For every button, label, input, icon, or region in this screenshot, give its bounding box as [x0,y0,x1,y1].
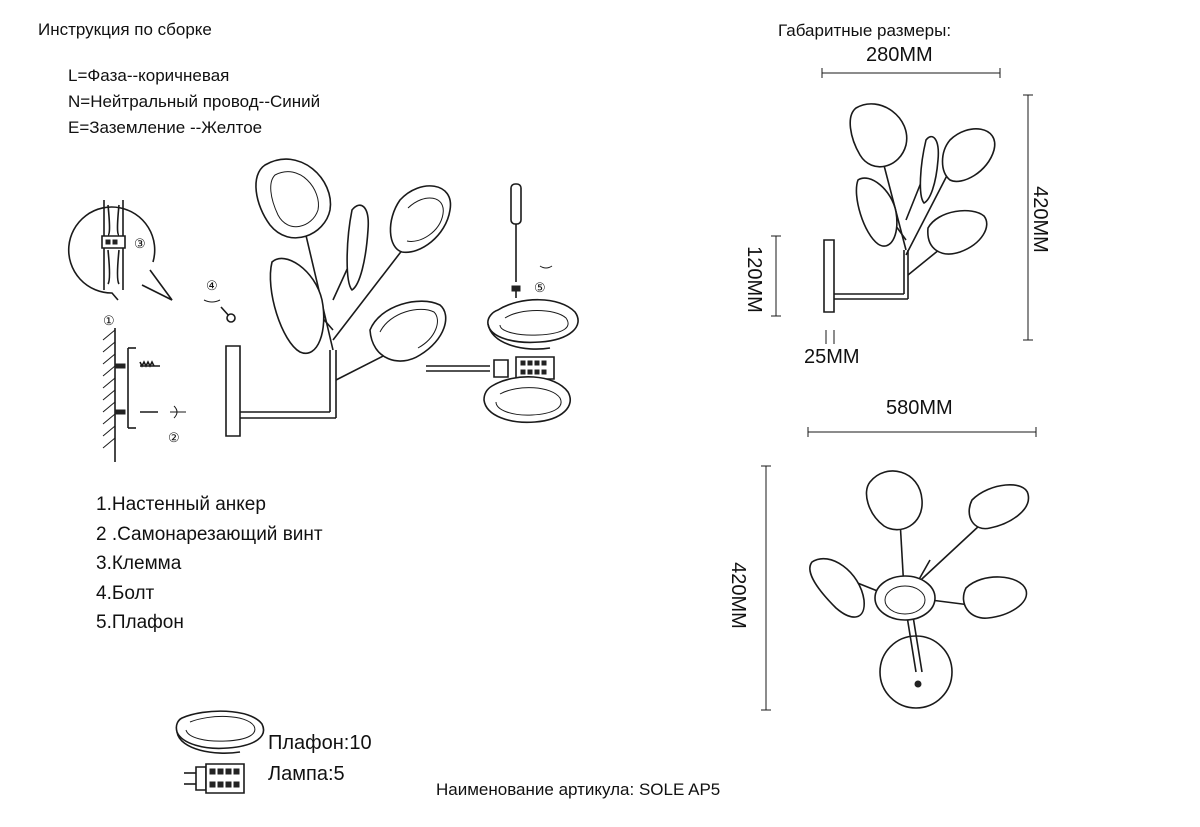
shade-lower [484,377,570,422]
wall-section [103,328,186,462]
terminal-bubble [69,200,172,300]
callout-3: ③ [134,236,146,251]
part-item: 3.Клемма [96,553,182,574]
wiring-line-neutral: N=Нейтральный провод--Синий [68,92,321,111]
callout-4: ④ [206,278,218,293]
parts-list: 1.Настенный анкер 2 .Самонарезающий винт… [96,490,323,638]
part-item: 5.Плафон [96,612,184,633]
bolt-icon [204,300,235,322]
small-screw-icon [512,286,520,298]
rotate-arrow-icon [540,266,552,268]
callout-1: ① [103,313,115,328]
shade-upper [488,300,578,349]
fixture-front-dimensioned [810,471,1029,708]
dimension-lines-side [771,68,1033,344]
shade-quantity: Плафон:10 [268,732,372,754]
lamp-quantity: Лампа:5 [268,763,345,785]
shade-icon [176,711,263,753]
fixture-side-dimensioned [824,104,995,312]
wire-connector [426,357,554,379]
dimension-width-front: 580MM [886,397,953,419]
dimension-plate-depth: 25MM [804,346,860,368]
part-item: 2 .Самонарезающий винт [96,523,323,545]
dimensions-title: Габаритные размеры: [778,21,952,40]
dimension-height-front: 420MM [726,562,749,629]
wiring-legend: L=Фаза--коричневая N=Нейтральный провод-… [68,63,320,141]
part-item: 4.Болт [96,582,155,604]
wiring-line-phase: L=Фаза--коричневая [68,66,230,85]
page-title: Инструкция по сборке [38,20,212,39]
wiring-line-ground: E=Заземление --Желтое [68,118,263,137]
lamp-module-icon [184,764,244,793]
dimension-plate-height: 120MM [742,246,765,313]
dimension-lines-front [761,427,1036,710]
callout-2: ② [168,430,180,445]
fixture-side-view [226,159,450,436]
screwdriver-icon [511,184,521,282]
dimension-width-side: 280MM [866,44,933,66]
dimension-height-side: 420MM [1028,186,1051,253]
part-item: 1.Настенный анкер [96,494,266,515]
callout-5: ⑤ [534,280,546,295]
article-name: Наименование артикула: SOLE AP5 [436,780,721,799]
